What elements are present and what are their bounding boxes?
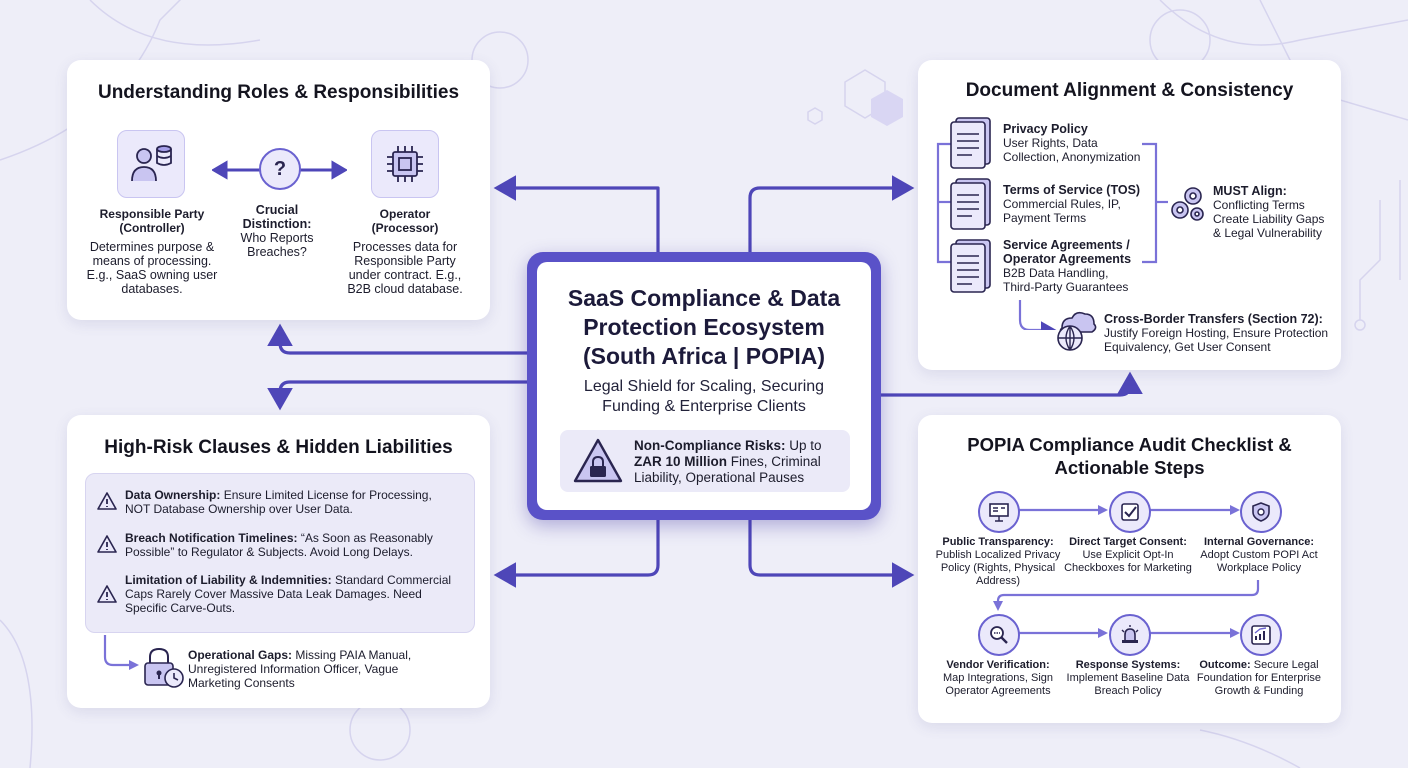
risk-item-liability: Limitation of Liability & Indemnities: S…: [125, 573, 452, 615]
central-hub: SaaS Compliance & Data Protection Ecosys…: [527, 252, 881, 520]
step-public-transparency: Public Transparency: Publish Localized P…: [935, 536, 1061, 587]
roles-title: Understanding Roles & Responsibilities: [97, 82, 460, 103]
step-response-systems: Response Systems: Implement Baseline Dat…: [1066, 659, 1190, 697]
chip-icon: [387, 146, 423, 182]
question-icon: ?: [259, 148, 301, 190]
document-bracket-lines: [936, 142, 1168, 330]
service-agreements-text: Service Agreements / Operator Agreements…: [1003, 238, 1132, 294]
gears-icon: [1171, 187, 1204, 221]
audit-card: POPIA Compliance Audit Checklist &Action…: [918, 415, 1341, 723]
roles-card: Understanding Roles & Responsibilities R…: [67, 60, 490, 320]
cross-border-text: Cross-Border Transfers (Section 72): Jus…: [1104, 312, 1329, 354]
warning-lock-icon: [573, 438, 623, 483]
documents-title: Document Alignment & Consistency: [965, 80, 1294, 101]
elbow-arrow: [103, 635, 139, 670]
warning-icon: [97, 535, 117, 553]
tos-text: Terms of Service (TOS) Commercial Rules,…: [1003, 183, 1141, 225]
central-hub-inner: SaaS Compliance & Data Protection Ecosys…: [537, 262, 871, 510]
warning-icon: [97, 585, 117, 603]
audit-flow-arrows: [993, 505, 1260, 638]
service-agreement-document-icon: [950, 239, 991, 293]
risk-panel-text: Non-Compliance Risks: Up to ZAR 10 Milli…: [634, 438, 822, 485]
risks-card: High-Risk Clauses & Hidden Liabilities D…: [67, 415, 490, 708]
warning-icon: [97, 492, 117, 510]
operator-icon-box: [371, 130, 439, 198]
hub-title: SaaS Compliance & Data Protection Ecosys…: [567, 285, 841, 369]
person-database-icon: [131, 145, 172, 182]
shield-icon: [1240, 491, 1282, 533]
step-direct-target-consent: Direct Target Consent: Use Explicit Opt-…: [1064, 536, 1192, 574]
risk-item-breach-timelines: Breach Notification Timelines: “As Soon …: [125, 531, 433, 559]
risks-title: High-Risk Clauses & Hidden Liabilities: [104, 437, 453, 458]
step-vendor-verification: Vendor Verification: Map Integrations, S…: [942, 659, 1054, 697]
magnifier-icon: [978, 614, 1020, 656]
risk-panel: Non-Compliance Risks: Up to ZAR 10 Milli…: [560, 430, 850, 492]
operator-name: Operator(Processor): [371, 207, 439, 235]
controller-icon-box: [117, 130, 185, 198]
tos-document-icon: [950, 178, 991, 230]
lock-clock-icon: [144, 647, 184, 688]
documents-card: Document Alignment & Consistency Privacy…: [918, 60, 1341, 370]
presentation-icon: [978, 491, 1020, 533]
audit-title: POPIA Compliance Audit Checklist &Action…: [967, 434, 1292, 478]
globe-cloud-icon: [1057, 311, 1097, 351]
operational-gaps-text: Operational Gaps: Missing PAIA Manual, U…: [188, 648, 412, 690]
checkbox-icon: [1109, 491, 1151, 533]
controller-description: Determines purpose &means of processing.…: [86, 240, 218, 296]
hub-subtitle: Legal Shield for Scaling, Securing Fundi…: [583, 378, 825, 415]
step-outcome: Outcome: Secure Legal Foundation for Ent…: [1196, 659, 1322, 697]
growth-chart-icon: [1240, 614, 1282, 656]
privacy-policy-document-icon: [950, 117, 991, 169]
step-internal-governance: Internal Governance: Adopt Custom POPI A…: [1200, 536, 1318, 574]
controller-name: Responsible Party(Controller): [99, 207, 205, 235]
risks-list-panel: [85, 473, 475, 633]
risk-item-data-ownership: Data Ownership: Ensure Limited License f…: [125, 488, 432, 516]
alarm-icon: [1109, 614, 1151, 656]
